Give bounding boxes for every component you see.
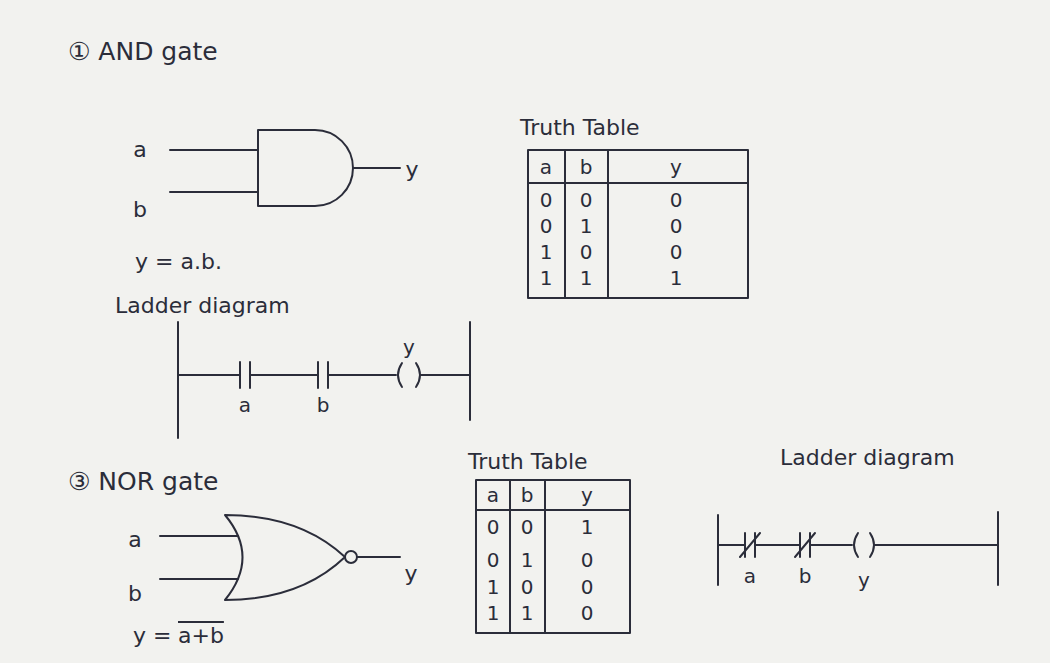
pin-label: y	[405, 158, 418, 182]
table-cell: 0	[670, 215, 683, 237]
table-cell: 1	[540, 241, 553, 263]
pin-label: a	[133, 138, 146, 162]
table-cell: 0	[540, 189, 553, 211]
table-cell: b	[521, 484, 534, 506]
table-title: Truth Table	[468, 450, 588, 474]
table-cell: 1	[670, 267, 683, 289]
table-cell: 1	[521, 602, 534, 624]
pin-label: b	[317, 394, 330, 416]
table-cell: 1	[580, 215, 593, 237]
table-cell: a	[487, 484, 499, 506]
equation: y =	[133, 624, 171, 648]
truth-table-grid	[476, 480, 630, 633]
ladder-diagram	[178, 322, 470, 438]
pin-label: b	[133, 198, 147, 222]
pin-label: a	[744, 565, 756, 587]
and-gate-symbol	[170, 130, 400, 206]
table-cell: 0	[580, 241, 593, 263]
ladder-title: Ladder diagram	[115, 294, 290, 318]
table-cell: 1	[487, 602, 500, 624]
table-cell: y	[670, 156, 682, 178]
pin-label: b	[799, 565, 812, 587]
table-cell: 1	[581, 516, 594, 538]
table-cell: 0	[540, 215, 553, 237]
pin-label: y	[404, 562, 417, 586]
table-cell: 0	[581, 549, 594, 571]
table-cell: 0	[487, 549, 500, 571]
ladder-diagram	[718, 512, 998, 585]
table-cell: 0	[670, 241, 683, 263]
pin-label: b	[128, 582, 142, 606]
table-cell: 1	[580, 267, 593, 289]
table-cell: 0	[521, 516, 534, 538]
table-cell: 0	[521, 576, 534, 598]
table-cell: 1	[540, 267, 553, 289]
table-cell: a	[540, 156, 552, 178]
table-cell: b	[580, 156, 593, 178]
truth-table-grid	[528, 150, 748, 298]
pin-label: y	[403, 336, 415, 358]
pin-label: y	[858, 569, 870, 591]
section-heading: ③ NOR gate	[68, 468, 218, 496]
table-cell: 0	[580, 189, 593, 211]
pin-label: a	[239, 394, 251, 416]
table-cell: 0	[581, 576, 594, 598]
table-cell: 0	[670, 189, 683, 211]
table-title: Truth Table	[520, 116, 640, 140]
table-cell: 1	[521, 549, 534, 571]
table-cell: 0	[487, 516, 500, 538]
equation: a+b	[178, 624, 224, 648]
equation: y = a.b.	[135, 250, 222, 274]
ladder-title: Ladder diagram	[780, 446, 955, 470]
table-cell: 1	[487, 576, 500, 598]
section-heading: ① AND gate	[68, 38, 218, 66]
nor-gate-symbol	[160, 515, 400, 600]
pin-label: a	[128, 528, 141, 552]
table-cell: 0	[581, 602, 594, 624]
table-cell: y	[581, 484, 593, 506]
